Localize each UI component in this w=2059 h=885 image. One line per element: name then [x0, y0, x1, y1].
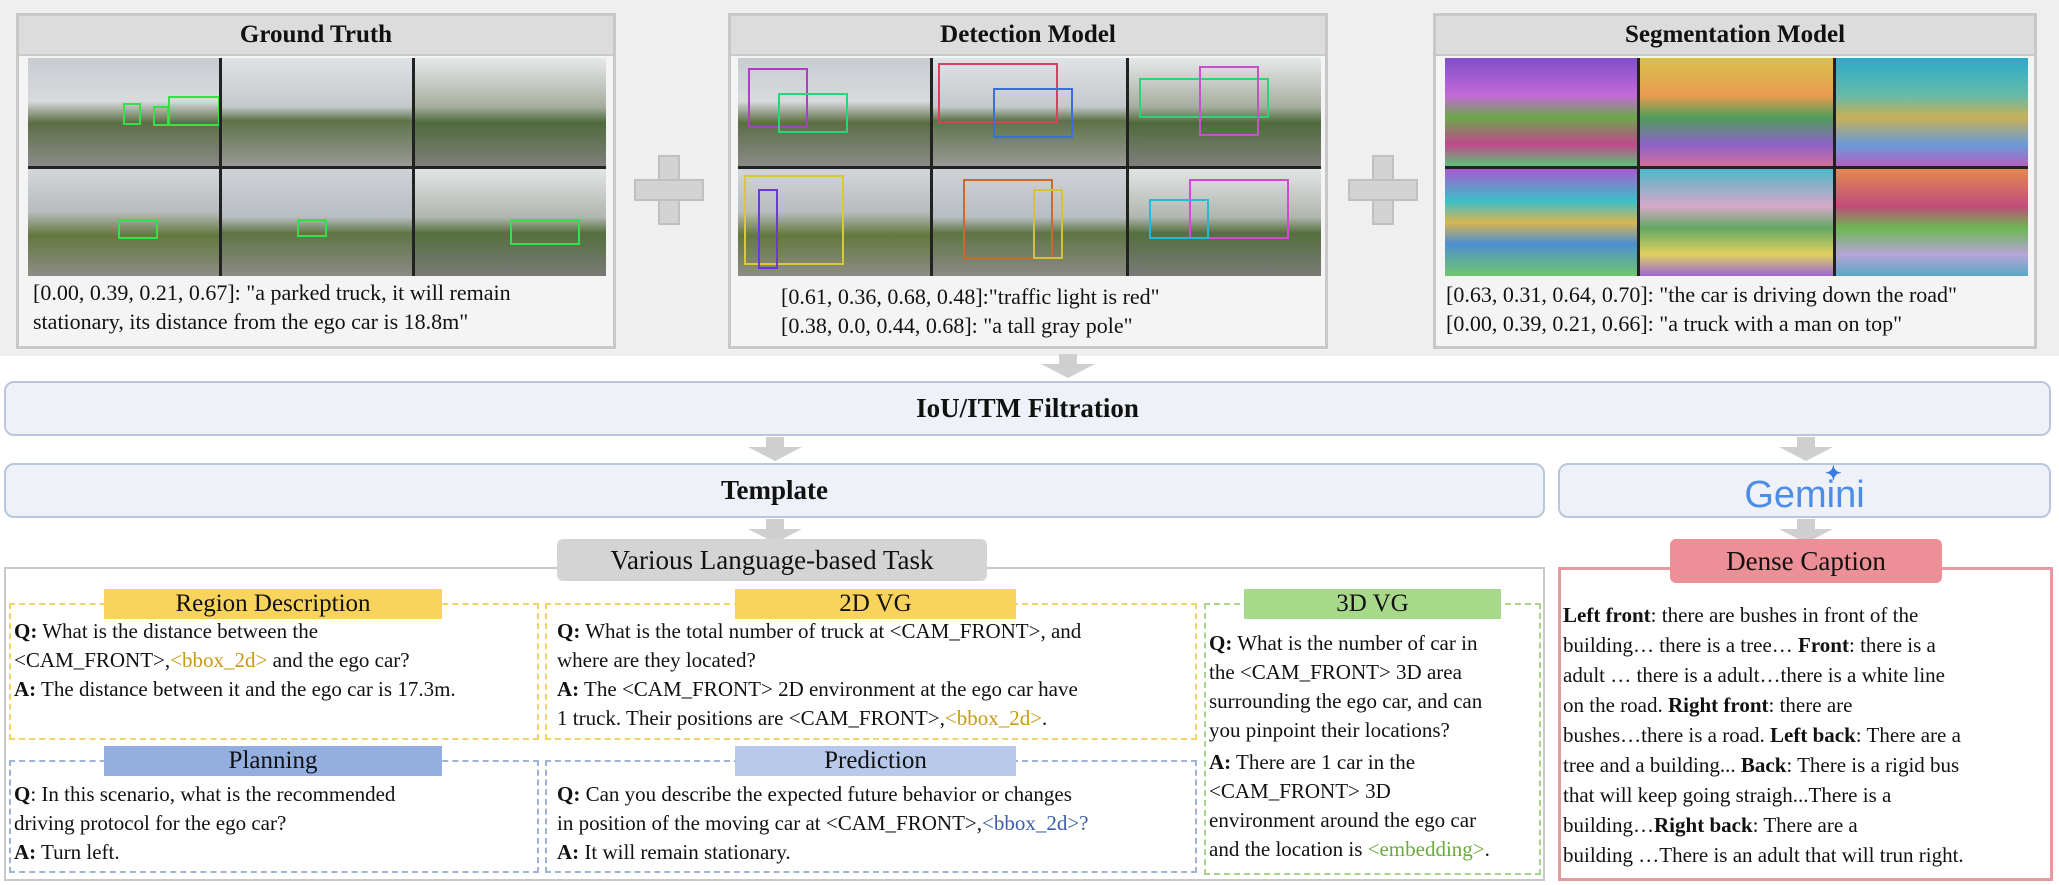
segmentation-caption-line-2: [0.00, 0.39, 0.21, 0.66]: "a truck with … — [1446, 311, 1903, 336]
detection-caption-line-2: [0.38, 0.0, 0.44, 0.68]: "a tall gray po… — [781, 313, 1133, 338]
camera-image — [415, 58, 606, 166]
ground-truth-title: Ground Truth — [19, 16, 613, 56]
segmentation-model-panel: Segmentation Model [0.63, 0.31, 0.64, 0.… — [1433, 13, 2037, 349]
region-description-label: Region Description — [104, 589, 442, 619]
plus-icon — [1348, 155, 1418, 225]
camera-image — [1128, 58, 1321, 166]
vg3d-label: 3D VG — [1244, 589, 1501, 619]
camera-image — [1445, 58, 1638, 166]
region-description-answer: A: The distance between it and the ego c… — [14, 677, 456, 701]
vg3d-question: Q: What is the number of car in the <CAM… — [1209, 631, 1483, 742]
dense-caption-panel — [1558, 567, 2053, 881]
ground-truth-panel: Ground Truth [0.00, 0.39, 0.21, 0.67]: "… — [16, 13, 616, 349]
camera-image — [221, 168, 413, 276]
template-label: Template — [721, 475, 828, 505]
down-arrow-icon — [748, 437, 802, 463]
camera-image — [1445, 168, 1638, 276]
gemini-bar: Gemini ✦ — [1558, 463, 2051, 518]
camera-image — [28, 58, 219, 166]
vg2d-label: 2D VG — [735, 589, 1016, 619]
vg3d-answer: A: There are 1 car in the <CAM_FRONT> 3D… — [1209, 750, 1490, 861]
prediction-label: Prediction — [735, 746, 1016, 776]
dense-caption-banner: Dense Caption — [1670, 539, 1942, 583]
planning-label: Planning — [104, 746, 442, 776]
detection-model-panel: Detection Model [0.61, 0.36, 0.68, 0.48]… — [728, 13, 1328, 349]
camera-image — [738, 168, 931, 276]
sparkle-icon: ✦ — [1825, 463, 1842, 485]
camera-image — [1640, 58, 1833, 166]
camera-image — [221, 58, 413, 166]
planning-question: Q: In this scenario, what is the recomme… — [14, 782, 396, 835]
ground-truth-camera-grid — [28, 58, 606, 276]
template-bar: Template — [4, 463, 1545, 518]
camera-image — [415, 168, 606, 276]
ground-truth-caption-line-1: [0.00, 0.39, 0.21, 0.67]: "a parked truc… — [33, 280, 511, 305]
vg2d-answer: A: The <CAM_FRONT> 2D environment at the… — [557, 677, 1078, 730]
segmentation-caption-line-1: [0.63, 0.31, 0.64, 0.70]: "the car is dr… — [1446, 282, 1958, 307]
detection-model-title: Detection Model — [731, 16, 1325, 56]
camera-image — [1835, 58, 2028, 166]
dense-caption-title: Dense Caption — [1726, 546, 1886, 576]
tasks-title-banner: Various Language-based Task — [557, 539, 987, 581]
segmentation-camera-grid — [1445, 58, 2028, 276]
camera-image — [1128, 168, 1321, 276]
detection-camera-grid — [738, 58, 1321, 276]
ground-truth-caption-line-2: stationary, its distance from the ego ca… — [33, 309, 469, 334]
gemini-logo: Gemini — [1744, 474, 1865, 516]
plus-icon — [634, 155, 704, 225]
camera-image — [1835, 168, 2028, 276]
dense-caption-text: Left front: there are bushes in front of… — [1563, 603, 1964, 867]
segmentation-model-title: Segmentation Model — [1436, 16, 2034, 56]
camera-image — [738, 58, 931, 166]
filtration-bar: IoU/ITM Filtration — [4, 381, 2051, 436]
detection-caption-line-1: [0.61, 0.36, 0.68, 0.48]:"traffic light … — [781, 284, 1160, 309]
filtration-label: IoU/ITM Filtration — [916, 393, 1139, 423]
down-arrow-icon — [1041, 354, 1095, 380]
camera-image — [933, 168, 1126, 276]
camera-image — [1640, 168, 1833, 276]
tasks-title: Various Language-based Task — [610, 545, 934, 575]
planning-answer: A: Turn left. — [14, 840, 120, 864]
prediction-answer: A: It will remain stationary. — [557, 840, 791, 864]
down-arrow-icon — [1779, 437, 1833, 463]
camera-image — [933, 58, 1126, 166]
prediction-question: Q: Can you describe the expected future … — [557, 782, 1089, 835]
camera-image — [28, 168, 219, 276]
region-description-question: Q: What is the distance between the <CAM… — [14, 619, 410, 672]
vg2d-question: Q: What is the total number of truck at … — [557, 619, 1082, 672]
